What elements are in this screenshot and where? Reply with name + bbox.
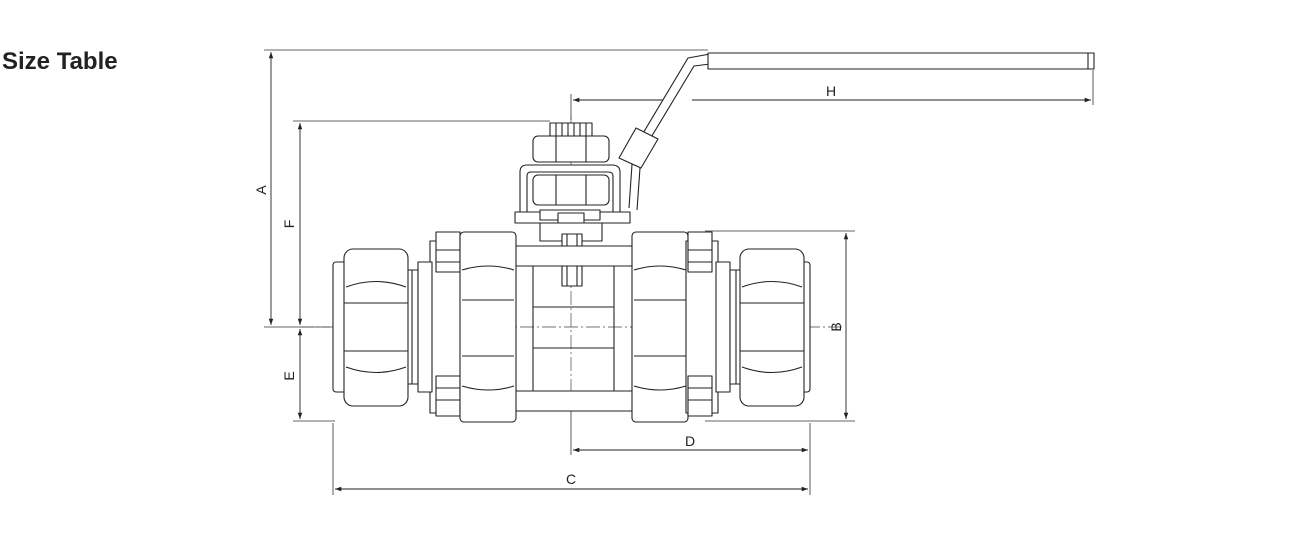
page-title: Size Table [2,48,118,75]
dimension-lines [268,52,1091,492]
dimension-label-d: D [685,433,695,449]
dimension-label-h: H [826,83,836,99]
dimension-label-c: C [566,471,576,487]
right-union [631,231,719,423]
dimension-labels: A F E B H D C [253,83,844,487]
left-union [429,231,517,423]
right-compression-nut [715,248,811,407]
dimension-label-b: B [828,322,844,331]
extension-lines [264,49,1094,495]
valve-body [514,245,634,412]
valve-outline [332,52,1095,423]
valve-handle [618,52,1095,211]
left-compression-nut [332,248,433,407]
bonnet-assembly [514,122,631,287]
dimension-label-e: E [281,371,297,380]
dimension-label-f: F [281,220,297,229]
dimension-label-a: A [253,185,269,195]
